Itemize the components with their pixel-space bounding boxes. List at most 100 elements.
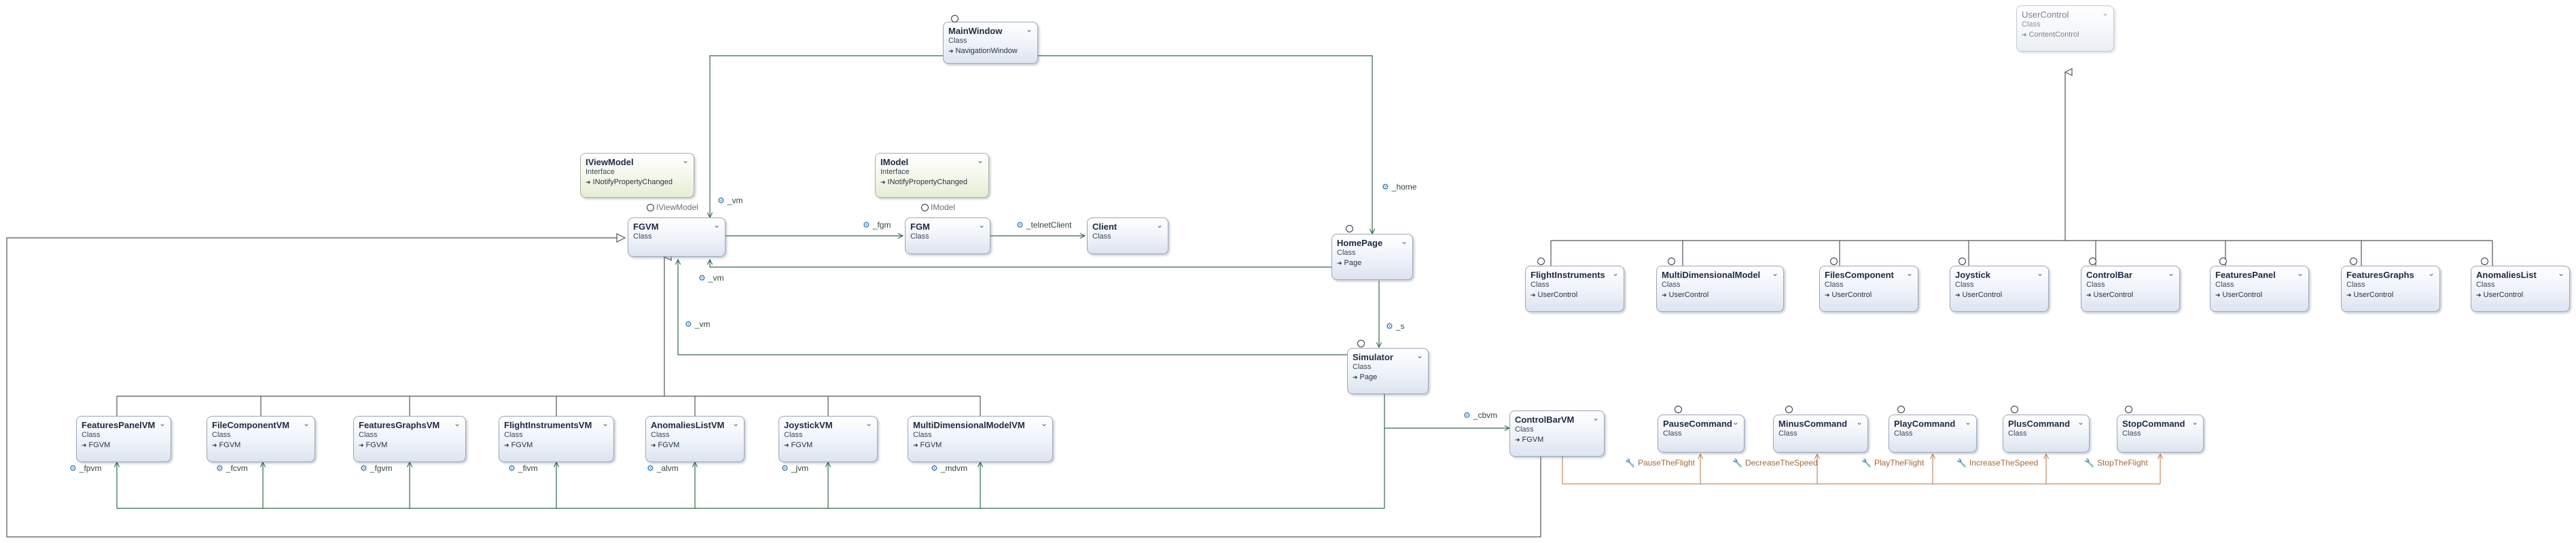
class-name: AnomaliesListVM xyxy=(651,420,725,430)
chevron-down-icon[interactable]: ⌄ xyxy=(1732,417,1739,427)
class-simulator[interactable]: Simulator Class ➜Page ⌄ xyxy=(1347,348,1429,394)
property-icon: ⚙ xyxy=(69,463,77,473)
class-name: ControlBar xyxy=(2086,270,2132,280)
class-controlbarvm[interactable]: ControlBarVM Class ➜FGVM ⌄ xyxy=(1509,410,1605,457)
chevron-down-icon[interactable]: ⌄ xyxy=(453,419,461,428)
interface-label-imodel: IModel xyxy=(931,203,956,212)
property-icon: ⚙ xyxy=(863,220,870,230)
chevron-down-icon[interactable]: ⌄ xyxy=(1040,419,1048,428)
class-joystick[interactable]: Joystick Class ➜UserControl ⌄ xyxy=(1950,266,2049,312)
chevron-down-icon[interactable]: ⌄ xyxy=(601,419,609,428)
chevron-down-icon[interactable]: ⌄ xyxy=(681,156,689,165)
chevron-down-icon[interactable]: ⌄ xyxy=(1416,351,1423,360)
chevron-down-icon[interactable]: ⌄ xyxy=(2557,268,2564,278)
chevron-down-icon[interactable]: ⌄ xyxy=(1611,268,1619,278)
interface-imodel[interactable]: IModel Interface ➜INotifyPropertyChanged… xyxy=(875,153,989,198)
chevron-down-icon[interactable]: ⌄ xyxy=(1592,413,1599,423)
class-base: ➜FGVM xyxy=(651,441,680,449)
class-name: UserControl xyxy=(2022,10,2069,20)
class-kind: Class xyxy=(910,232,929,241)
chevron-down-icon[interactable]: ⌄ xyxy=(1025,24,1033,34)
chevron-down-icon[interactable]: ⌄ xyxy=(2167,268,2175,278)
chevron-down-icon[interactable]: ⌄ xyxy=(302,419,310,428)
class-base: ➜UserControl xyxy=(2215,291,2263,299)
inherits-icon: ➜ xyxy=(784,442,789,449)
chevron-down-icon[interactable]: ⌄ xyxy=(2191,417,2198,427)
class-name: MultiDimensionalModelVM xyxy=(913,420,1025,430)
interface-iviewmodel[interactable]: IViewModel Interface ➜INotifyPropertyCha… xyxy=(580,153,694,198)
chevron-down-icon[interactable]: ⌄ xyxy=(865,419,872,428)
class-fgm[interactable]: FGM Class ⌄ xyxy=(905,217,990,254)
class-base: ➜UserControl xyxy=(1955,291,2003,299)
chevron-down-icon[interactable]: ⌄ xyxy=(2296,268,2304,278)
chevron-down-icon[interactable]: ⌄ xyxy=(2077,417,2084,427)
chevron-down-icon[interactable]: ⌄ xyxy=(1855,417,1863,427)
class-client[interactable]: Client Class ⌄ xyxy=(1087,217,1168,254)
class-flightinstruments[interactable]: FlightInstruments Class ➜UserControl ⌄ xyxy=(1525,266,1624,312)
class-base: ➜FGVM xyxy=(82,441,111,449)
class-name: FGVM xyxy=(633,222,659,232)
class-name: Joystick xyxy=(1955,270,1991,280)
chevron-down-icon[interactable]: ⌄ xyxy=(2427,268,2435,278)
chevron-down-icon[interactable]: ⌄ xyxy=(2101,8,2109,18)
command-label-pause: 🔧PauseTheFlight xyxy=(1625,458,1695,468)
class-filescomponent[interactable]: FilesComponent Class ➜UserControl ⌄ xyxy=(1819,266,1918,312)
assoc-mainwindow-homepage xyxy=(1038,55,1372,234)
class-stopcommand[interactable]: StopCommand Class ⌄ xyxy=(2117,415,2204,453)
interface-base: ➜INotifyPropertyChanged xyxy=(880,178,967,186)
chevron-down-icon[interactable]: ⌄ xyxy=(1400,237,1408,246)
chevron-down-icon[interactable]: ⌄ xyxy=(1964,417,1971,427)
class-kind: Class xyxy=(1515,425,1534,434)
chevron-down-icon[interactable]: ⌄ xyxy=(713,220,720,230)
class-multidimensionalmodel[interactable]: MultiDimensionalModel Class ➜UserControl… xyxy=(1656,266,1784,312)
class-playcommand[interactable]: PlayCommand Class ⌄ xyxy=(1889,415,1977,453)
chevron-down-icon[interactable]: ⌄ xyxy=(2036,268,2043,278)
class-base: ➜UserControl xyxy=(1662,291,1709,299)
class-anomalieslistvm[interactable]: AnomaliesListVM Class ➜FGVM ⌄ xyxy=(645,416,745,462)
class-kind: Class xyxy=(1663,430,1682,438)
inherits-icon: ➜ xyxy=(359,442,364,449)
class-fgvm[interactable]: FGVM Class ⌄ xyxy=(628,217,726,257)
port-lollipop xyxy=(2011,406,2018,413)
class-kind: Class xyxy=(2086,281,2105,289)
chevron-down-icon[interactable]: ⌄ xyxy=(976,156,984,165)
class-kind: Class xyxy=(359,431,378,439)
class-usercontrol[interactable]: UserControl Class ➜ContentControl ⌄ xyxy=(2016,5,2114,52)
class-name: HomePage xyxy=(1337,238,1383,248)
property-icon: ⚙ xyxy=(685,319,692,329)
inherits-icon: ➜ xyxy=(2346,292,2352,298)
class-joystickvm[interactable]: JoystickVM Class ➜FGVM ⌄ xyxy=(779,416,878,462)
class-featuresgraphs[interactable]: FeaturesGraphs Class ➜UserControl ⌄ xyxy=(2341,266,2440,312)
class-pluscommand[interactable]: PlusCommand Class ⌄ xyxy=(2003,415,2090,453)
interface-kind: Interface xyxy=(586,168,615,176)
assoc-label-vm-home: ⚙_vm xyxy=(698,273,724,283)
class-pausecommand[interactable]: PauseCommand Class ⌄ xyxy=(1658,415,1745,453)
class-mainwindow[interactable]: MainWindow Class ➜NavigationWindow ⌄ xyxy=(943,22,1038,64)
assoc-label-telnetclient: ⚙_telnetClient xyxy=(1016,220,1072,230)
inherits-icon: ➜ xyxy=(1825,292,1830,298)
chevron-down-icon[interactable]: ⌄ xyxy=(158,419,166,428)
chevron-down-icon[interactable]: ⌄ xyxy=(732,419,739,428)
class-kind: Class xyxy=(2346,281,2365,289)
chevron-down-icon[interactable]: ⌄ xyxy=(1906,268,1913,278)
class-filecomponentvm[interactable]: FileComponentVM Class ➜FGVM ⌄ xyxy=(207,416,315,462)
chevron-down-icon[interactable]: ⌄ xyxy=(1156,220,1163,230)
class-kind: Class xyxy=(1353,363,1372,371)
class-featurespanel[interactable]: FeaturesPanel Class ➜UserControl ⌄ xyxy=(2210,266,2309,312)
inherits-icon: ➜ xyxy=(1353,374,1358,381)
inherits-icon: ➜ xyxy=(2476,292,2482,298)
class-featuresgraphsvm[interactable]: FeaturesGraphsVM Class ➜FGVM ⌄ xyxy=(353,416,466,462)
class-featurespanelvm[interactable]: FeaturesPanelVM Class ➜FGVM ⌄ xyxy=(76,416,171,462)
class-flightinstrumentsvm[interactable]: FlightInstrumentsVM Class ➜FGVM ⌄ xyxy=(499,416,614,462)
class-kind: Class xyxy=(1531,281,1550,289)
property-icon: ⚙ xyxy=(508,463,516,473)
class-multidimensionalmodelvm[interactable]: MultiDimensionalModelVM Class ➜FGVM ⌄ xyxy=(908,416,1053,462)
class-minuscommand[interactable]: MinusCommand Class ⌄ xyxy=(1773,415,1868,453)
assoc-label-fgvm: ⚙_fgvm xyxy=(360,463,393,473)
class-anomalieslist[interactable]: AnomaliesList Class ➜UserControl ⌄ xyxy=(2471,266,2570,312)
chevron-down-icon[interactable]: ⌄ xyxy=(978,220,985,230)
class-controlbar[interactable]: ControlBar Class ➜UserControl ⌄ xyxy=(2081,266,2180,312)
class-homepage[interactable]: HomePage Class ➜Page ⌄ xyxy=(1331,234,1413,280)
class-name: FeaturesPanelVM xyxy=(82,420,156,430)
chevron-down-icon[interactable]: ⌄ xyxy=(1771,268,1778,278)
